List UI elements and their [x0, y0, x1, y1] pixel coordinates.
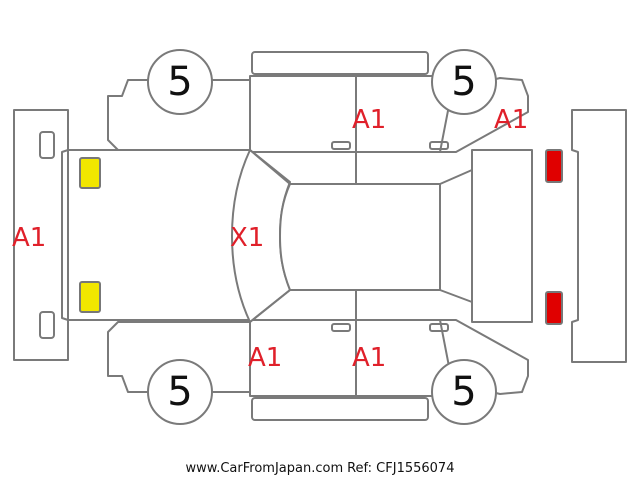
- damage-mark-right-rear-quarter: A1: [494, 105, 528, 135]
- front-bumper: [13, 109, 69, 361]
- headlamp-right: [79, 281, 101, 313]
- tire-grade-front-left: 5: [167, 59, 192, 105]
- tire-rear-right: 5: [431, 359, 497, 425]
- footer-ref: Ref: CFJ1556074: [347, 461, 454, 476]
- damage-mark-hood: X1: [230, 223, 264, 253]
- rear-bumper: [571, 109, 627, 363]
- tire-grade-rear-right: 5: [451, 369, 476, 415]
- top-roof-strip: [251, 51, 429, 75]
- footer-site: www.CarFromJapan.com: [186, 461, 344, 476]
- tire-grade-front-right: 5: [167, 369, 192, 415]
- damage-mark-front-bumper: A1: [12, 223, 46, 253]
- car-body-top-view: [67, 149, 533, 323]
- tire-rear-left: 5: [431, 49, 497, 115]
- bottom-roof-strip: [251, 397, 429, 421]
- damage-mark-left-rear-door: A1: [352, 105, 386, 135]
- left-side-panels: [107, 75, 529, 153]
- taillamp-right: [545, 291, 563, 325]
- damage-mark-right-rear-door: A1: [352, 343, 386, 373]
- tire-front-left: 5: [147, 49, 213, 115]
- tire-grade-rear-left: 5: [451, 59, 476, 105]
- damage-mark-left-front-door: A1: [248, 343, 282, 373]
- tire-front-right: 5: [147, 359, 213, 425]
- taillamp-left: [545, 149, 563, 183]
- headlamp-left: [79, 157, 101, 189]
